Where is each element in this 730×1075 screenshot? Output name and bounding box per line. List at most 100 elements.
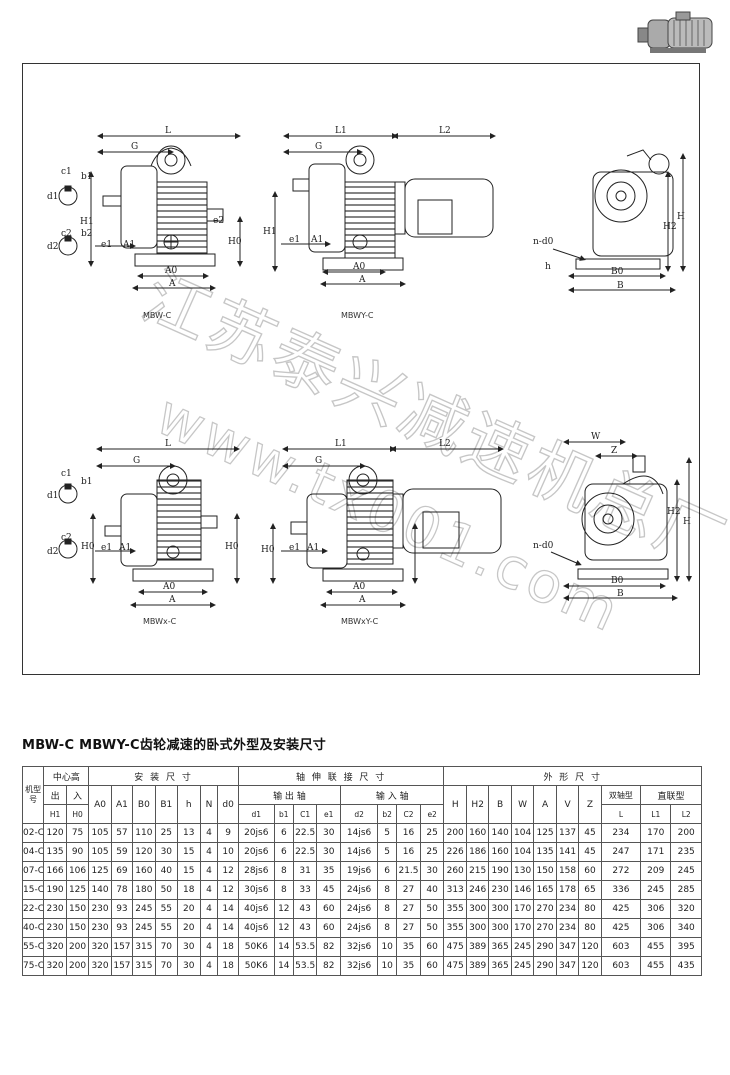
header-double: 双轴型 [600,785,642,805]
header-b1: b1 [273,804,294,824]
dim-n-d0: n-d0 [533,237,554,247]
table-cell: 55 [154,899,179,919]
table-cell: 80 [578,918,602,938]
table-cell: 40 [419,880,445,900]
table-cell: 320 [43,956,67,976]
table-cell: 365 [488,937,512,957]
table-cell: 8 [377,880,398,900]
dim-e1-3: e1 [101,543,112,553]
dim-c1-3: c1 [61,469,72,479]
table-cell: 21.5 [396,861,421,881]
header-W: W [510,785,535,824]
dim-e2: e2 [213,216,224,226]
table-cell: 43 [292,918,318,938]
table-cell: 12 [217,861,239,881]
table-cell: 40js6 [237,899,275,919]
cell-model: 07-C [21,861,45,881]
dim-G-4: G [315,456,322,466]
table-cell: 160 [488,842,512,862]
table-cell: 170 [510,899,535,919]
table-cell: 235 [670,842,702,862]
table-cell: 14js6 [340,823,379,843]
dim-L2-4: L2 [439,439,451,449]
table-cell: 82 [316,937,342,957]
table-cell: 245 [670,861,702,881]
dim-A0-2: A0 [352,262,365,272]
dim-b1: b1 [81,172,93,182]
table-cell: 18 [217,937,239,957]
table-cell: 32js6 [340,956,379,976]
table-cell: 320 [43,937,67,957]
table-cell: 146 [510,880,535,900]
table-cell: 389 [465,937,490,957]
table-header-row: 机型号 中心高 安 装 尺 寸 轴 伸 联 接 尺 寸 外 形 尺 寸 [21,766,702,824]
table-cell: 55 [154,918,179,938]
table-cell: 105 [88,842,112,862]
table-cell: 230 [43,899,67,919]
table-cell: 178 [555,880,580,900]
table-cell: 93 [110,918,134,938]
header-H2: H2 [465,785,490,824]
table-cell: 300 [465,918,490,938]
table-cell: 150 [65,899,90,919]
dim-H2: H2 [663,222,677,232]
table-cell: 50 [154,880,179,900]
table-cell: 60 [419,956,445,976]
table-cell: 190 [43,880,67,900]
table-cell: 313 [443,880,467,900]
table-cell: 60 [419,937,445,957]
table-cell: 45 [578,823,602,843]
table-cell: 24js6 [340,880,379,900]
table-cell: 272 [600,861,642,881]
cell-model: 02-C [21,823,45,843]
table-cell: 22.5 [292,823,318,843]
header-direct: 直联型 [640,785,702,805]
table-cell: 4 [199,823,219,843]
table-cell: 320 [88,956,112,976]
table-cell: 60 [316,899,342,919]
dim-A1-3: A1 [118,543,131,553]
table-cell: 160 [132,861,156,881]
header-h: h [177,785,201,824]
dim-A1-4: A1 [306,543,319,553]
cell-model: 75-C [21,956,45,976]
table-cell: 6 [273,842,294,862]
dim-d1: d1 [47,192,59,202]
cell-model: 40-C [21,918,45,938]
dim-L1-4: L1 [335,439,347,449]
dim-n-d0-5: n-d0 [533,541,554,551]
table-cell: 14 [217,918,239,938]
table-cell: 160 [465,823,490,843]
table-cell: 226 [443,842,467,862]
dim-c2: c2 [61,229,72,239]
table-cell: 300 [465,899,490,919]
header-shaft: 轴 伸 联 接 尺 寸 [237,766,445,786]
table-cell: 120 [578,956,602,976]
table-cell: 355 [443,918,467,938]
technical-drawing: L G A0 A A1 e1 H1 H0 e2 c1 b1 d1 c2 b2 d… [47,126,692,626]
table-cell: 8 [377,899,398,919]
table-cell: 270 [533,918,557,938]
table-cell: 165 [533,880,557,900]
table-cell: 190 [488,861,512,881]
dim-A-2: A [358,275,366,285]
table-cell: 234 [555,899,580,919]
table-cell: 166 [43,861,67,881]
table-cell: 455 [640,937,672,957]
table-cell: 28js6 [237,861,275,881]
table-cell: 347 [555,956,580,976]
table-cell: 290 [533,956,557,976]
table-cell: 320 [88,937,112,957]
dim-A1-2: A1 [310,235,323,245]
table-cell: 6 [273,823,294,843]
dim-G-3: G [133,456,140,466]
dim-c2-3: c2 [61,533,72,543]
dim-L-3: L [165,439,171,449]
table-cell: 125 [533,823,557,843]
table-cell: 14js6 [340,842,379,862]
dim-b1-3: b1 [81,477,93,487]
table-cell: 230 [43,918,67,938]
header-out: 出 [43,785,67,805]
header-N: N [199,785,219,824]
